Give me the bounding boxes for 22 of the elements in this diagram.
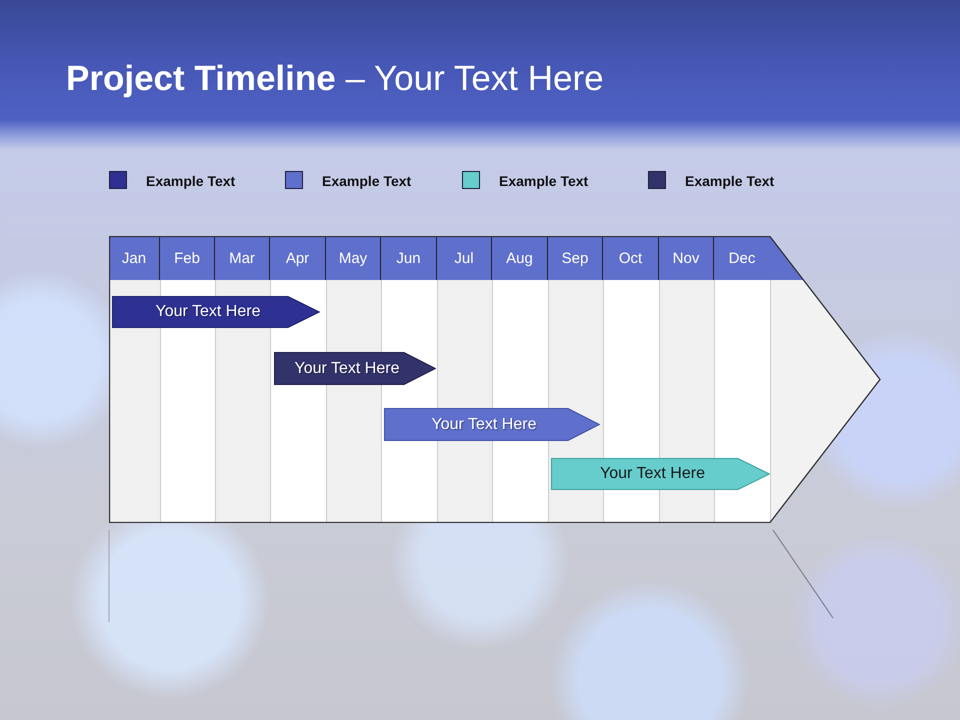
month-header-cell: Feb [160,236,215,280]
legend-label: Example Text [685,172,774,190]
task-bar: Your Text Here [384,408,600,441]
month-header-cell: Jun [381,236,437,280]
task-bar: Your Text Here [112,296,320,328]
month-header-cell: May [326,236,381,280]
task-bar: Your Text Here [274,352,436,385]
task-bar: Your Text Here [551,458,770,490]
slide-title: Project Timeline – Your Text Here [66,58,604,100]
month-header-cell: Jan [109,236,160,280]
month-header-cell: Dec [714,236,770,280]
month-header-cell: Apr [270,236,326,280]
month-header-cell: Aug [492,236,548,280]
month-header-cell: Mar [215,236,270,280]
month-header-cell: Sep [548,236,603,280]
legend-label: Example Text [322,172,412,190]
month-header-cell: Nov [659,236,714,280]
month-header-cell: Oct [603,236,659,280]
legend-label: Example Text [499,172,588,190]
legend-label: Example Text [146,172,236,190]
timeline-arrow [109,236,881,523]
month-header-cell: Jul [437,236,492,280]
